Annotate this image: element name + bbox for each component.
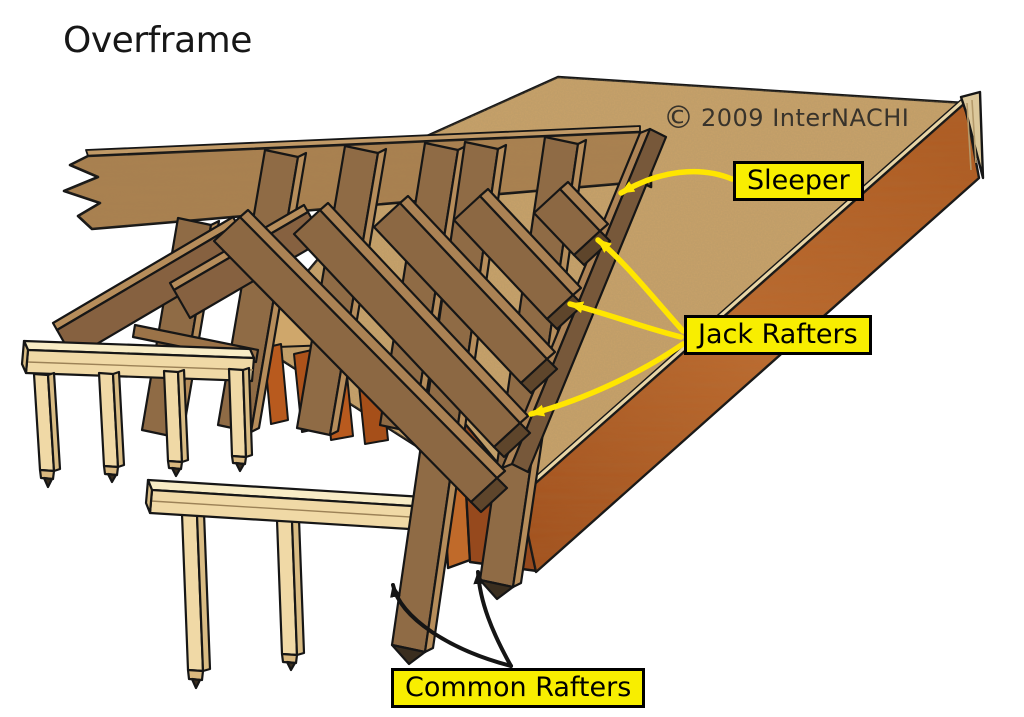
wall-framing-upper [20, 323, 260, 489]
page-title: Overframe [63, 20, 252, 61]
jack-rafters-label: Jack Rafters [684, 315, 872, 355]
common-rafters-label: Common Rafters [391, 668, 646, 708]
copyright-icon: © [663, 100, 694, 136]
deck-end-cap [959, 90, 985, 180]
sleeper-label: Sleeper [733, 161, 864, 201]
jack-rafters-arrows [528, 237, 686, 417]
copyright-notice: © 2009 InterNACHI [663, 100, 910, 136]
jack-rafters [212, 180, 612, 514]
sleeper-arrow [618, 168, 735, 196]
common-rafters-arrows [390, 570, 513, 668]
copyright-text: 2009 InterNACHI [701, 104, 910, 132]
wall-framing-lower [144, 478, 454, 690]
